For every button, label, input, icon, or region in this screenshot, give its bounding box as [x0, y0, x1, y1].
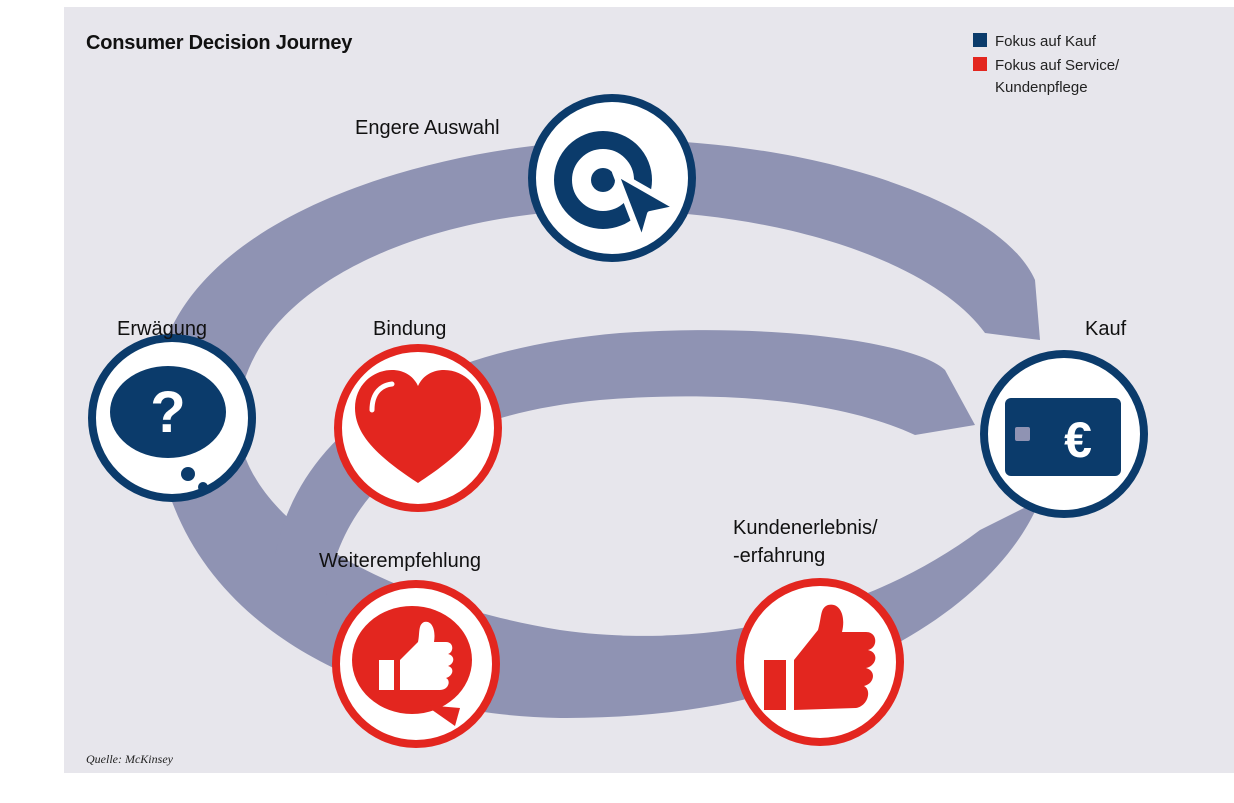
label-weiterempfehlung: Weiterempfehlung — [319, 550, 481, 572]
diagram-title: Consumer Decision Journey — [86, 32, 353, 54]
question-bubble-icon: ? — [110, 366, 226, 492]
heart-icon — [355, 370, 481, 483]
label-kauf: Kauf — [1085, 318, 1127, 340]
legend-item-kauf: Fokus auf Kauf — [973, 31, 1180, 53]
source-note: Quelle: McKinsey — [86, 752, 173, 766]
svg-text:?: ? — [150, 380, 185, 445]
thumbs-up-icon — [764, 604, 876, 710]
legend-item-service: Fokus auf Service/ Kundenpflege — [973, 55, 1180, 99]
euro-card-icon: € — [1005, 398, 1121, 476]
legend-swatch-service — [973, 57, 987, 71]
target-cursor-icon — [554, 131, 681, 245]
stage-weiterempfehlung-icon — [332, 580, 500, 748]
legend-label-kauf: Fokus auf Kauf — [995, 33, 1096, 50]
stage-erwaegung-icon: ? — [88, 334, 256, 502]
stage-engere-auswahl-icon — [528, 94, 696, 262]
stage-bindung-icon — [334, 344, 502, 512]
label-erwaegung: Erwägung — [117, 318, 208, 340]
thumbs-up-bubble-icon — [352, 606, 472, 726]
label-kundenerlebnis-line2: -erfahrung — [733, 545, 826, 567]
legend: Fokus auf Kauf Fokus auf Service/ Kunden… — [973, 31, 1180, 101]
label-engere-auswahl: Engere Auswahl — [355, 117, 500, 139]
legend-swatch-kauf — [973, 33, 987, 47]
label-kundenerlebnis-line1: Kundenerlebnis/ — [733, 517, 878, 539]
svg-text:€: € — [1064, 412, 1092, 468]
stage-kauf-icon: € — [980, 350, 1148, 518]
legend-label-service: Fokus auf Service/ Kundenpflege — [995, 57, 1120, 96]
stage-kundenerlebnis-icon — [736, 578, 904, 746]
label-bindung: Bindung — [373, 318, 447, 340]
label-kundenerlebnis: Kundenerlebnis/ -erfahrung — [733, 514, 878, 570]
